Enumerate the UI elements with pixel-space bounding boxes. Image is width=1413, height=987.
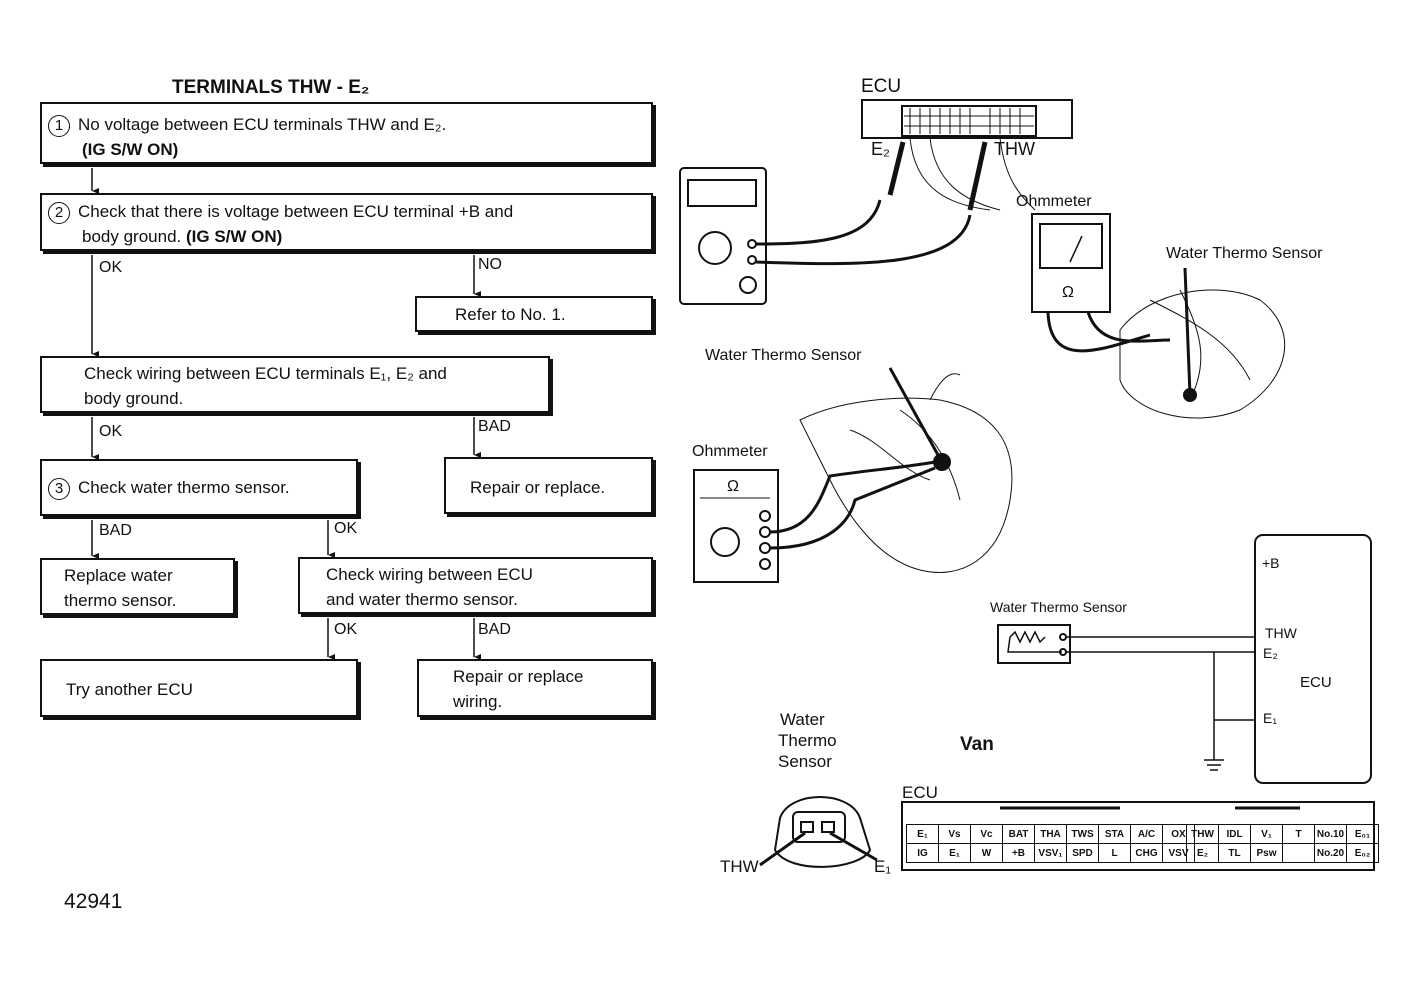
pin: No.10: [1314, 824, 1347, 844]
repair-wiring-line2: wiring.: [453, 692, 503, 711]
ecu-label-top: ECU: [861, 76, 902, 97]
pin: VSV₁: [1034, 843, 1067, 863]
pin: No.20: [1314, 843, 1347, 863]
pin: E₁: [938, 843, 971, 863]
replace-sensor-box: Replace water thermo sensor.: [40, 558, 235, 615]
bad-label-2: BAD: [99, 522, 132, 539]
try-ecu-text: Try another ECU: [66, 680, 193, 699]
step3-text: Check water thermo sensor.: [78, 478, 290, 497]
van-label: Van: [960, 734, 994, 755]
sensor-label: Sensor: [778, 752, 832, 771]
flowchart-title: TERMINALS THW - E₂: [172, 77, 370, 98]
thermo-label: Thermo: [778, 731, 837, 750]
repair-wiring-line1: Repair or replace: [453, 667, 584, 686]
repair-replace-box: Repair or replace.: [444, 457, 653, 514]
pin: STA: [1098, 824, 1131, 844]
pin: IG: [906, 843, 939, 863]
step1-text: No voltage between ECU terminals THW and…: [78, 115, 447, 134]
try-ecu-box: Try another ECU: [40, 659, 358, 717]
bad-label-3: BAD: [478, 621, 511, 638]
refer-text: Refer to No. 1.: [455, 305, 566, 324]
replace-sensor-line1: Replace water: [64, 566, 173, 585]
e1-label-schematic: E₁: [1263, 710, 1278, 726]
voltmeter: [679, 167, 767, 305]
check-wiring-1-line2: body ground.: [84, 389, 184, 408]
pin: E₁: [906, 824, 939, 844]
ohmmeter-upper: [1031, 213, 1111, 313]
pin: THW: [1186, 824, 1219, 844]
pin: E₀₂: [1346, 843, 1379, 863]
pin: E₂: [1186, 843, 1219, 863]
sensor-schematic: [997, 624, 1071, 664]
step-number-2: 2: [48, 201, 70, 224]
thw-label-connector: THW: [720, 857, 759, 876]
pin: +B: [1002, 843, 1035, 863]
pin: CHG: [1130, 843, 1163, 863]
check-wiring-2-line1: Check wiring between ECU: [326, 565, 533, 584]
figure-number: 42941: [64, 890, 123, 913]
pin: SPD: [1066, 843, 1099, 863]
step-number-3: 3: [48, 477, 70, 500]
e1-label-connector: E₁: [874, 857, 892, 876]
ecu-label-schematic: ECU: [1300, 674, 1332, 691]
pin: L: [1098, 843, 1131, 863]
pin: A/C: [1130, 824, 1163, 844]
water-thermo-sensor-label-schematic: Water Thermo Sensor: [990, 599, 1127, 615]
thw-label-top: THW: [994, 139, 1035, 159]
pin: THA: [1034, 824, 1067, 844]
step3-box: 3 Check water thermo sensor.: [40, 459, 358, 516]
pin: Vs: [938, 824, 971, 844]
step1-note: (IG S/W ON): [82, 140, 179, 159]
ok-label-2: OK: [99, 423, 123, 440]
repair-replace-text: Repair or replace.: [470, 478, 606, 497]
pin: T: [1282, 824, 1315, 844]
step2-note: (IG S/W ON): [185, 227, 283, 246]
pin: BAT: [1002, 824, 1035, 844]
step-number-1: 1: [48, 114, 70, 137]
pin: TWS: [1066, 824, 1099, 844]
no-label: NO: [478, 256, 502, 273]
refer-box: Refer to No. 1.: [415, 296, 653, 332]
ohmmeter-label-upper: Ohmmeter: [1016, 193, 1092, 210]
ohm-symbol-upper: Ω: [1062, 284, 1074, 301]
pin: W: [970, 843, 1003, 863]
ecu-connector-right: THW IDL V₁ T No.10 E₀₁ E₂ TL Psw No.20 E…: [1186, 824, 1379, 863]
e2-label-schematic: E₂: [1263, 645, 1278, 661]
step2-line2: body ground.: [82, 227, 182, 246]
pin: TL: [1218, 843, 1251, 863]
ok-label-1: OK: [99, 259, 123, 276]
step2-box: 2 Check that there is voltage between ECU…: [40, 193, 653, 251]
pin: IDL: [1218, 824, 1251, 844]
water-label: Water: [780, 710, 825, 729]
e2-label-top: E₂: [871, 139, 890, 159]
check-wiring-2-line2: and water thermo sensor.: [326, 590, 518, 609]
step1-box: 1 No voltage between ECU terminals THW an…: [40, 102, 653, 164]
water-thermo-sensor-label-upper: Water Thermo Sensor: [1166, 245, 1323, 262]
bad-label-1: BAD: [478, 418, 511, 435]
water-thermo-sensor-label-middle: Water Thermo Sensor: [705, 347, 862, 364]
ecu-schematic-box: [1254, 534, 1372, 784]
check-wiring-2-box: Check wiring between ECU and water therm…: [298, 557, 653, 614]
replace-sensor-line2: thermo sensor.: [64, 591, 177, 610]
pin: Psw: [1250, 843, 1283, 863]
pin: [1282, 843, 1315, 863]
repair-wiring-box: Repair or replace wiring.: [417, 659, 653, 717]
ok-label-4: OK: [334, 621, 358, 638]
pin: Vc: [970, 824, 1003, 844]
pin: E₀₁: [1346, 824, 1379, 844]
check-wiring-1-line1: Check wiring between ECU terminals E₁, E…: [84, 364, 447, 383]
thw-label-schematic: THW: [1265, 625, 1297, 641]
check-wiring-1-box: Check wiring between ECU terminals E₁, E…: [40, 356, 550, 413]
step2-line1: Check that there is voltage between ECU …: [78, 202, 514, 221]
ok-label-3: OK: [334, 520, 358, 537]
plus-b-label: +B: [1262, 555, 1280, 571]
ohmmeter-label-lower: Ohmmeter: [692, 443, 768, 460]
ecu-connector-left: E₁ Vs Vc BAT THA TWS STA A/C OX IG E₁ W …: [906, 824, 1195, 863]
ecu-label-connector: ECU: [902, 783, 938, 802]
ohm-symbol-lower: Ω: [727, 478, 739, 495]
ohmmeter-lower: [693, 469, 779, 583]
pin: V₁: [1250, 824, 1283, 844]
